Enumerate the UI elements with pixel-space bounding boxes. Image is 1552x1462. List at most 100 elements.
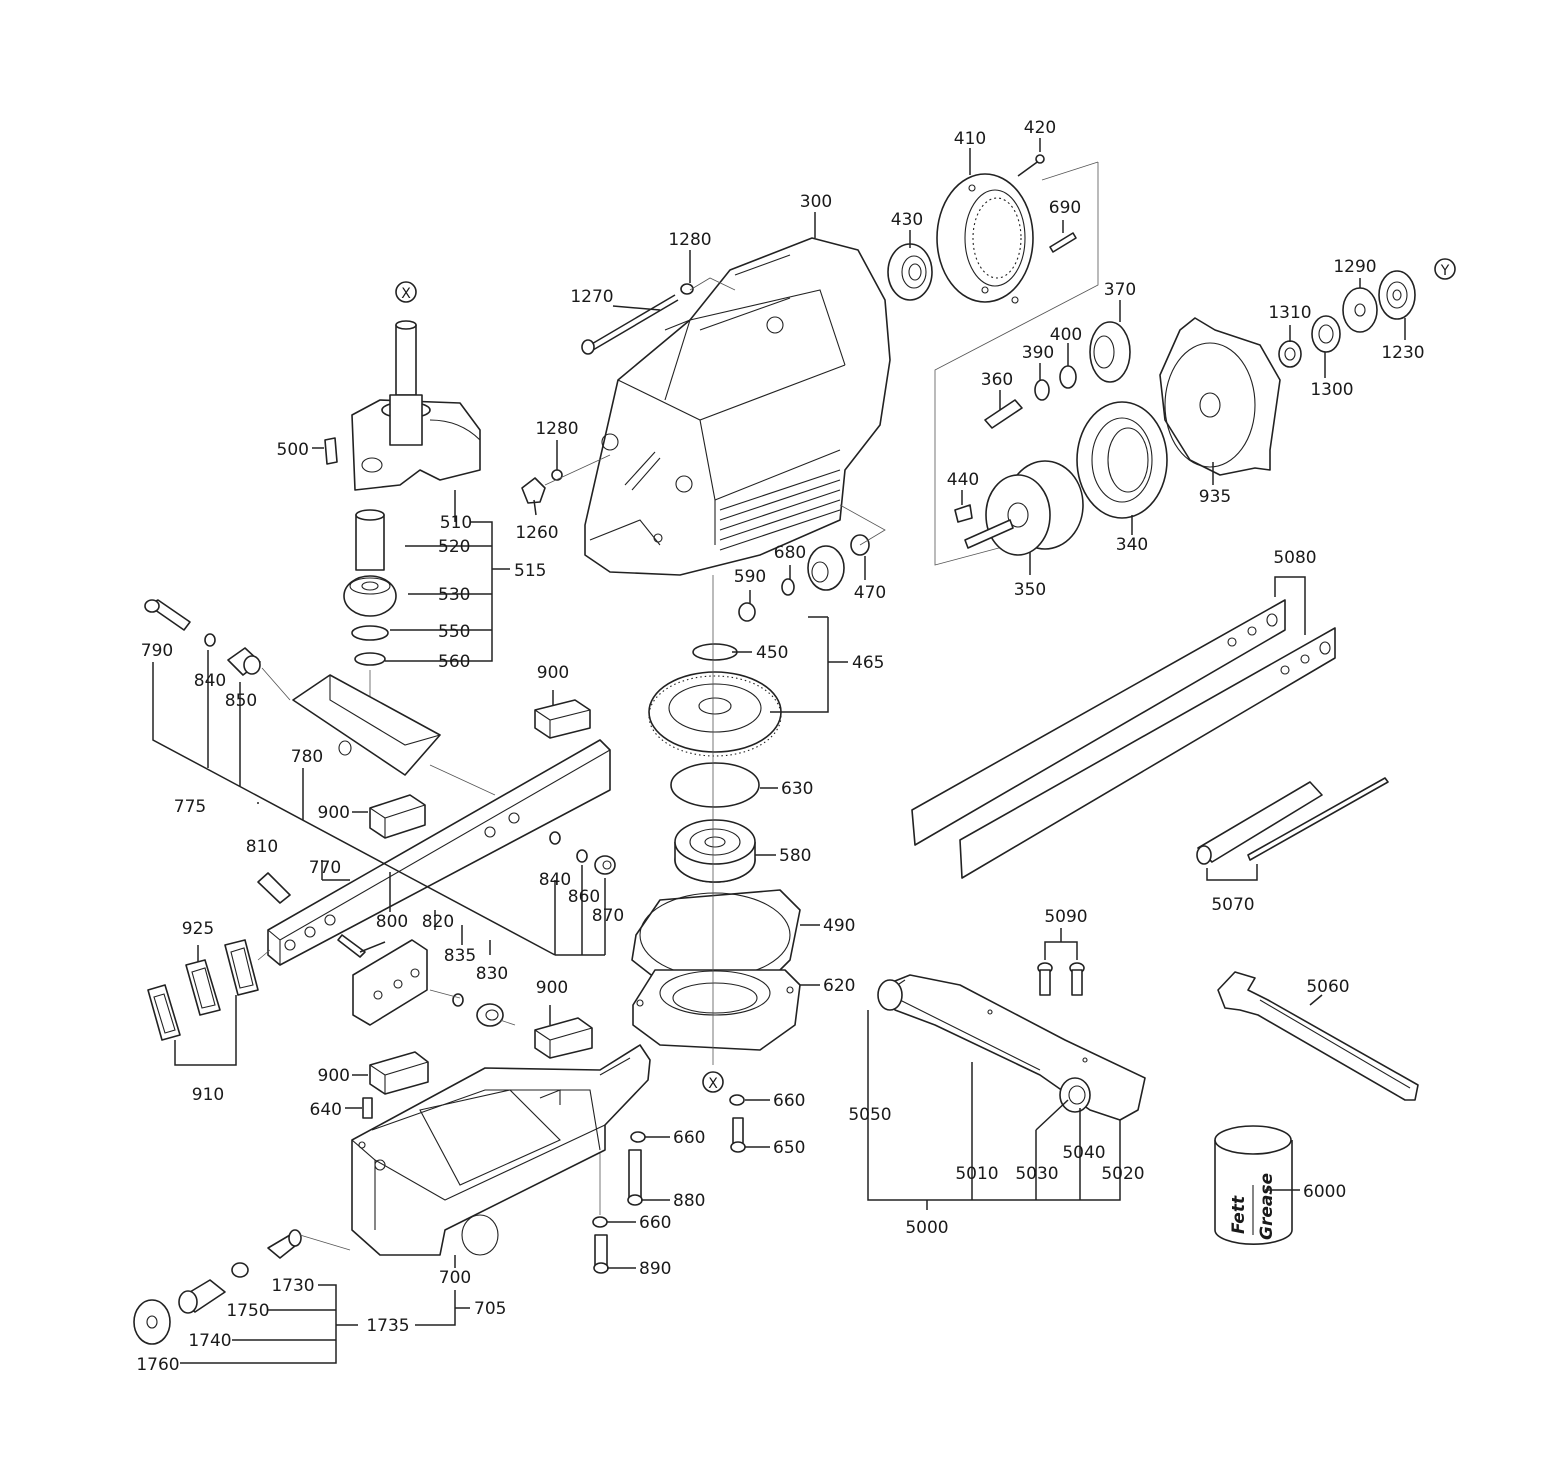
pin-360 bbox=[984, 399, 1023, 429]
part-labels: 300 410 420 430 690 1280 1270 1280 1260 … bbox=[136, 118, 1449, 1375]
circlip-630 bbox=[670, 762, 760, 808]
spring-1750 bbox=[231, 1262, 249, 1278]
grease-can-6000: Fett Grease bbox=[1214, 1125, 1293, 1245]
spindle-assembly-510 bbox=[351, 281, 481, 491]
marker-y bbox=[1434, 258, 1456, 280]
label-530: 530 bbox=[438, 585, 470, 605]
label-935: 935 bbox=[1199, 487, 1231, 507]
screw-790 bbox=[144, 599, 191, 631]
label-450: 450 bbox=[756, 643, 788, 663]
label-1290: 1290 bbox=[1333, 257, 1376, 277]
label-835: 835 bbox=[444, 946, 476, 966]
screw-890 bbox=[593, 1234, 609, 1274]
label-300: 300 bbox=[800, 192, 832, 212]
gear-390 bbox=[1034, 379, 1050, 401]
hex-key-5070 bbox=[1196, 781, 1323, 865]
label-5040: 5040 bbox=[1062, 1143, 1105, 1163]
label-550: 550 bbox=[438, 622, 470, 642]
plate-820 bbox=[352, 939, 428, 1026]
gasket-490 bbox=[631, 889, 801, 981]
label-560: 560 bbox=[438, 652, 470, 672]
label-910: 910 bbox=[192, 1085, 224, 1105]
label-1750: 1750 bbox=[226, 1301, 269, 1321]
label-5010: 5010 bbox=[955, 1164, 998, 1184]
screw-5090-b bbox=[1069, 962, 1085, 996]
label-820: 820 bbox=[422, 912, 454, 932]
cap-1260 bbox=[521, 477, 546, 504]
label-1260: 1260 bbox=[515, 523, 558, 543]
blade-5080-b bbox=[959, 627, 1336, 879]
label-1230: 1230 bbox=[1381, 343, 1424, 363]
grease-label-grease: Grease bbox=[1257, 1173, 1277, 1240]
marker-x-bottom bbox=[702, 1071, 724, 1093]
label-515: 515 bbox=[514, 561, 546, 581]
pin-800 bbox=[337, 934, 366, 958]
pinion-680 bbox=[807, 545, 845, 591]
label-470: 470 bbox=[854, 583, 886, 603]
label-860: 860 bbox=[568, 887, 600, 907]
label-850: 850 bbox=[225, 691, 257, 711]
grease-label-fett: Fett bbox=[1229, 1195, 1249, 1234]
washer-1280-side bbox=[551, 469, 563, 481]
marker-x-top bbox=[395, 281, 417, 303]
label-880: 880 bbox=[673, 1191, 705, 1211]
label-925: 925 bbox=[182, 919, 214, 939]
label-1280-top: 1280 bbox=[668, 230, 711, 250]
label-900-a: 900 bbox=[537, 663, 569, 683]
handle-5000 bbox=[877, 974, 1146, 1121]
label-680: 680 bbox=[774, 543, 806, 563]
label-430: 430 bbox=[891, 210, 923, 230]
plate-910-a bbox=[147, 984, 181, 1041]
pin-1730 bbox=[267, 1229, 302, 1259]
label-520: 520 bbox=[438, 537, 470, 557]
nut-590 bbox=[738, 602, 756, 622]
washer-680 bbox=[781, 578, 795, 596]
label-6000: 6000 bbox=[1303, 1182, 1346, 1202]
bearing-430 bbox=[887, 243, 933, 301]
nut-870 bbox=[594, 855, 616, 875]
wrench-5060 bbox=[1217, 971, 1419, 1101]
label-640: 640 bbox=[310, 1100, 342, 1120]
label-410: 410 bbox=[954, 129, 986, 149]
plate-910-b bbox=[224, 939, 259, 996]
label-630: 630 bbox=[781, 779, 813, 799]
label-400: 400 bbox=[1050, 325, 1082, 345]
label-1760: 1760 bbox=[136, 1355, 179, 1375]
label-5030: 5030 bbox=[1015, 1164, 1058, 1184]
washer-550 bbox=[351, 625, 389, 641]
screw-420 bbox=[1017, 154, 1045, 177]
label-660-c: 660 bbox=[639, 1213, 671, 1233]
circlip-450 bbox=[692, 643, 738, 661]
gear-400 bbox=[1059, 365, 1077, 389]
knob-1760 bbox=[133, 1299, 171, 1345]
sleeve-1740 bbox=[178, 1279, 226, 1314]
label-810: 810 bbox=[246, 837, 278, 857]
label-465: 465 bbox=[852, 653, 884, 673]
label-5060: 5060 bbox=[1306, 977, 1349, 997]
label-660-a: 660 bbox=[773, 1091, 805, 1111]
label-340: 340 bbox=[1116, 535, 1148, 555]
label-840-a: 840 bbox=[194, 671, 226, 691]
label-800: 800 bbox=[376, 912, 408, 932]
nut-830 bbox=[476, 1003, 504, 1027]
label-705: 705 bbox=[474, 1299, 506, 1319]
block-900-c bbox=[534, 1017, 593, 1059]
label-5050: 5050 bbox=[848, 1105, 891, 1125]
washer-840-b bbox=[549, 831, 561, 845]
label-775: 775 bbox=[174, 797, 206, 817]
sleeve-850 bbox=[227, 647, 261, 676]
plate-925 bbox=[185, 959, 221, 1016]
bearing-340 bbox=[1076, 401, 1168, 519]
carrier-350 bbox=[964, 460, 1084, 556]
pin-640 bbox=[362, 1097, 373, 1119]
label-770: 770 bbox=[309, 858, 341, 878]
label-5020: 5020 bbox=[1101, 1164, 1144, 1184]
label-890: 890 bbox=[639, 1259, 671, 1279]
label-660-b: 660 bbox=[673, 1128, 705, 1148]
motor-housing-300 bbox=[584, 237, 891, 576]
label-500: 500 bbox=[277, 440, 309, 460]
label-1310: 1310 bbox=[1268, 303, 1311, 323]
label-440: 440 bbox=[947, 470, 979, 490]
bearing-housing-620 bbox=[632, 969, 801, 1051]
leader-lines bbox=[197, 138, 1406, 1269]
